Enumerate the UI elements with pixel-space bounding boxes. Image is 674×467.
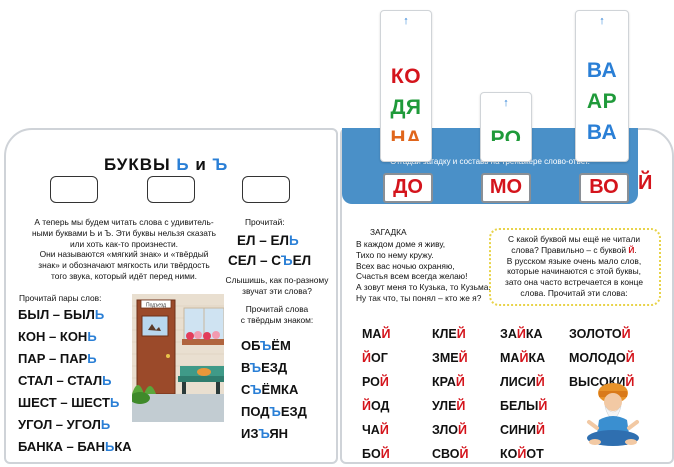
pairs-label: Прочитай пары слов: [19,293,102,303]
list-item: ЗАЙКА [500,327,543,341]
list-item: ШЕСТ – ШЕСТЬ [18,395,120,410]
list-item: МАЙКА [500,351,546,365]
list-item: ЛИСИЙ [500,375,545,389]
riddle-text: В каждом доме я живу, Тихо по нему кружу… [356,239,491,303]
list-item: ЙОД [362,399,390,413]
syllable-strip-1[interactable]: ↑ КО ДЯ НА [380,10,432,162]
answer-card-2[interactable]: МО [481,173,531,203]
list-item: КРАЙ [432,375,465,389]
pair-sel: СЕЛ – СЪЕЛ [228,253,312,268]
list-item: ОБЪЁМ [241,338,291,353]
arrow-up-icon: ↑ [503,97,509,109]
entrance-drawing: Подъезд [130,294,225,422]
strip-syllable: АР [586,90,618,113]
answer-card-1[interactable]: ДО [383,173,433,203]
hard-words-list: ОБЪЁМ ВЪЕЗД СЪЁМКА ПОДЪЕЗД ИЗЪЯН [241,335,307,445]
list-item: УГОЛ – УГОЛЬ [18,417,111,432]
hard-label: Прочитай слова с твёрдым знаком: [240,304,314,325]
question-text: Слышишь, как по-разному звучат эти слова… [225,275,329,296]
arrow-up-icon: ↑ [599,15,605,27]
read-label: Прочитай: [245,217,285,227]
list-item: ЧАЙ [362,423,389,437]
strip-syllable: ВА [586,59,618,82]
list-item: БЫЛ – БЫЛЬ [18,307,105,322]
page-title: БУКВЫ Ь и Ъ [104,155,229,174]
list-item: ЗМЕЙ [432,351,468,365]
list-item: СИНИЙ [500,423,546,437]
word-pairs-list: БЫЛ – БЫЛЬ КОН – КОНЬ ПАР – ПАРЬ СТАЛ – … [18,304,132,458]
answer-card-3[interactable]: ВО [579,173,629,203]
list-item: ЙОГ [362,351,388,365]
list-item: МОЛОДОЙ [569,351,635,365]
list-item: БАНКА – БАНЬКА [18,439,132,454]
arrow-up-icon: ↑ [403,15,409,27]
hint-text: С какой буквой мы ещё не читали слова? П… [504,234,644,298]
list-item: ИЗЪЯН [241,426,289,441]
strip-syllable: РО [490,127,522,141]
final-letter: Й [638,172,653,194]
strip-syllable: ВА [586,121,618,139]
list-item: ЗЛОЙ [432,423,467,437]
list-item: БОЙ [362,447,390,461]
list-item: ПОДЪЕЗД [241,404,307,419]
riddle-title: ЗАГАДКА [370,227,407,237]
syllable-strip-3[interactable]: ↑ ВА АР ВА [575,10,629,162]
meditating-boy-illustration [583,380,643,450]
svg-text:Подъезд: Подъезд [146,303,166,309]
word-column-4: ЗОЛОТОЙ МОЛОДОЙ ВЫСОКИЙ [569,322,635,394]
strip-syllable: КО [390,65,422,88]
pair-el: ЕЛ – ЕЛЬ [237,233,299,248]
word-column-3: ЗАЙКА МАЙКА ЛИСИЙ БЕЛЫЙ СИНИЙ КОЙОТ [500,322,547,466]
meditating-boy-drawing [587,383,639,446]
answer-box[interactable] [147,176,195,203]
list-item: УЛЕЙ [432,399,466,413]
list-item: ВЪЕЗД [241,360,288,375]
strip-syllable: НА [390,127,422,141]
list-item: СТАЛ – СТАЛЬ [18,373,112,388]
list-item: СВОЙ [432,447,469,461]
answer-box[interactable] [242,176,290,203]
list-item: ПАР – ПАРЬ [18,351,97,366]
strip-syllable: ДЯ [390,96,422,119]
list-item: КЛЕЙ [432,327,466,341]
list-item: КОЙОТ [500,447,544,461]
list-item: МАЙ [362,327,391,341]
hint-box [489,228,661,306]
list-item: БЕЛЫЙ [500,399,548,413]
list-item: КОН – КОНЬ [18,329,97,344]
syllable-strip-2[interactable]: ↑ РО [480,92,532,162]
intro-text: А теперь мы будем читать слова с удивите… [32,217,216,281]
entrance-illustration: Подъезд [130,294,225,422]
list-item: РОЙ [362,375,389,389]
list-item: ЗОЛОТОЙ [569,327,631,341]
word-column-1: МАЙ ЙОГ РОЙ ЙОД ЧАЙ БОЙ [362,322,390,466]
answer-box[interactable] [50,176,98,203]
word-column-2: КЛЕЙ ЗМЕЙ КРАЙ УЛЕЙ ЗЛОЙ СВОЙ [432,322,468,466]
list-item: СЪЁМКА [241,382,299,397]
